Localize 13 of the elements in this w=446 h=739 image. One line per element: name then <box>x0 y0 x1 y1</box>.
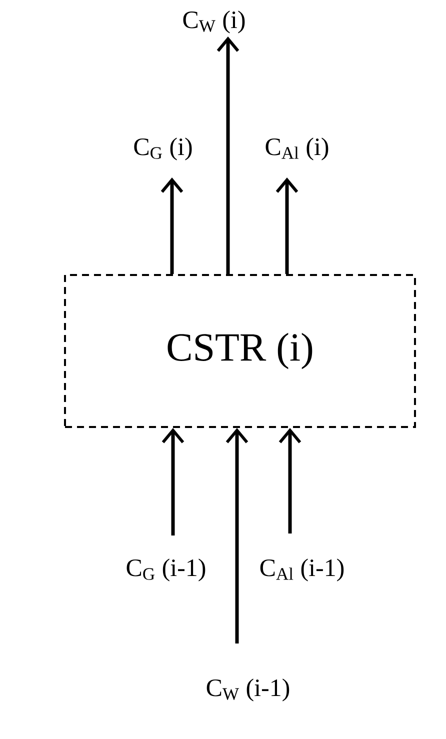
flow-label: C$_{W}$ (i-1) <box>206 678 290 702</box>
flow-label: C$_{G}$ (i-1) <box>126 558 206 582</box>
flow-label: C$_{G}$ (i) <box>134 138 192 160</box>
arrow <box>226 428 248 644</box>
flow-label: C$_{W}$ (i) <box>183 10 245 34</box>
reactor-box: CSTR (i) <box>64 274 416 428</box>
arrow <box>162 428 184 536</box>
arrow <box>276 178 298 274</box>
flow-label: C$_{Al}$ (i-1) <box>260 558 344 582</box>
arrow <box>216 36 240 274</box>
arrow <box>160 178 184 274</box>
arrow <box>278 428 302 534</box>
flow-label: C$_{Al}$ (i) <box>266 138 328 160</box>
